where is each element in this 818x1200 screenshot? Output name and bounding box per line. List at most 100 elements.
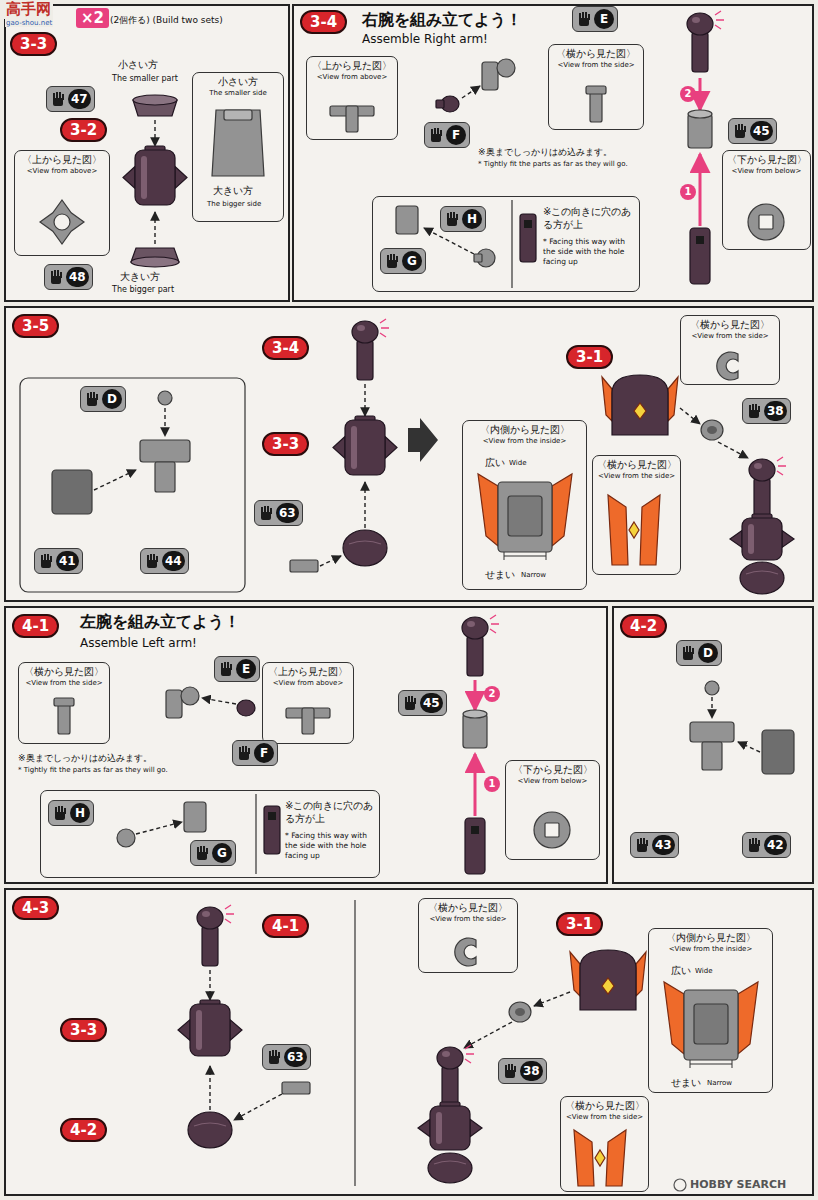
part-shape bbox=[282, 1082, 310, 1094]
part-tag: D bbox=[676, 640, 722, 666]
hand-icon bbox=[218, 661, 234, 677]
part-number: 38 bbox=[764, 401, 787, 421]
view-box: 〈横から見た図〉<View from the side> bbox=[18, 662, 110, 744]
step-reference: 4-2 bbox=[60, 1118, 107, 1142]
step-reference: 4-1 bbox=[262, 914, 309, 938]
part-shape bbox=[237, 700, 255, 716]
part-number: 45 bbox=[750, 121, 773, 141]
part-number: 63 bbox=[284, 1047, 307, 1067]
part-shape bbox=[508, 496, 542, 536]
view-caption: 〈内側から見た図〉 bbox=[480, 424, 570, 437]
assembly-arrow bbox=[534, 992, 570, 1006]
hand-icon bbox=[732, 123, 748, 139]
detail-box: HG※この向きに穴のある方が上* Facing this way with th… bbox=[372, 196, 640, 292]
hand-icon bbox=[405, 696, 416, 710]
view-caption: <View from above> bbox=[273, 679, 344, 688]
hand-icon bbox=[444, 211, 460, 227]
view-caption: 大きい方 bbox=[213, 185, 253, 198]
part-number: F bbox=[254, 743, 274, 763]
order-number: 1 bbox=[680, 184, 696, 200]
part-shape bbox=[175, 167, 187, 189]
panel-ground bbox=[4, 306, 814, 602]
part-tag: 47 bbox=[46, 86, 95, 112]
top-view-symbol bbox=[40, 200, 84, 244]
part-tag: 42 bbox=[742, 832, 791, 858]
assembly-arrow bbox=[738, 742, 760, 752]
hand-icon bbox=[38, 553, 54, 569]
part-shape bbox=[717, 352, 738, 380]
part-number: 47 bbox=[68, 89, 91, 109]
assembly-arrow bbox=[464, 1022, 512, 1048]
part-shape bbox=[54, 214, 70, 230]
assembly-arrow bbox=[680, 408, 700, 424]
part-shape bbox=[455, 938, 476, 966]
part-tag: 38 bbox=[742, 398, 791, 424]
part-shape bbox=[759, 215, 773, 229]
view-caption: Wide bbox=[509, 459, 526, 468]
assembly-arrow bbox=[364, 482, 365, 528]
part-shape bbox=[52, 470, 92, 514]
part-number: 63 bbox=[276, 503, 299, 523]
view-caption: Wide bbox=[695, 967, 712, 976]
part-number: 38 bbox=[520, 1061, 543, 1081]
view-caption: 広い bbox=[485, 457, 505, 470]
view-box: 〈横から見た図〉<View from the side> bbox=[592, 455, 681, 575]
part-shape bbox=[552, 474, 572, 546]
hand-icon bbox=[87, 392, 98, 406]
hand-icon bbox=[447, 212, 458, 226]
part-number: D bbox=[698, 643, 718, 663]
part-shape bbox=[230, 1020, 242, 1041]
part-number: D bbox=[102, 389, 122, 409]
assembly-arrow bbox=[711, 697, 712, 718]
part-tag: 45 bbox=[398, 690, 447, 716]
part-shape bbox=[668, 377, 678, 421]
step-number: 4-2 bbox=[620, 614, 667, 638]
part-shape bbox=[742, 518, 782, 560]
part-shape bbox=[636, 952, 646, 996]
part-shape bbox=[141, 156, 147, 199]
panel-ground bbox=[4, 4, 290, 302]
panel-ground bbox=[612, 606, 814, 884]
step-reference-text: 3-2 bbox=[70, 121, 97, 139]
part-shape bbox=[117, 829, 135, 847]
hand-icon bbox=[221, 662, 232, 676]
hand-icon bbox=[384, 253, 400, 269]
view-caption: せまい bbox=[485, 569, 515, 582]
part-shape bbox=[612, 375, 668, 435]
hand-icon bbox=[261, 506, 272, 520]
step-heading: Assemble Right arm! bbox=[362, 32, 488, 46]
assembly-arrow bbox=[462, 86, 480, 98]
part-shape bbox=[302, 708, 314, 734]
part-number: 44 bbox=[162, 551, 185, 571]
hand-icon bbox=[387, 254, 398, 268]
view-caption: Narrow bbox=[521, 571, 546, 580]
part-tag: 63 bbox=[254, 500, 303, 526]
part-shape bbox=[707, 426, 717, 434]
part-shape bbox=[524, 220, 532, 228]
part-shape bbox=[701, 420, 723, 440]
part-shape bbox=[730, 531, 742, 548]
part-shape bbox=[212, 110, 264, 176]
part-shape bbox=[343, 530, 387, 566]
detail-box: HG※この向きに穴のある方が上* Facing this way with th… bbox=[40, 790, 380, 878]
part-shape bbox=[133, 95, 177, 105]
view-box: 〈下から見た図〉<View from below> bbox=[505, 760, 600, 860]
part-shape bbox=[346, 106, 358, 132]
view-caption: 小さい方 bbox=[218, 76, 258, 89]
part-shape bbox=[140, 440, 190, 462]
hand-icon bbox=[236, 745, 252, 761]
part-shape bbox=[754, 463, 762, 469]
view-caption: せまい bbox=[671, 1077, 701, 1090]
watermark: HOBBY SEARCH bbox=[690, 1178, 786, 1191]
order-arrow bbox=[699, 78, 702, 110]
part-shape bbox=[580, 950, 636, 1010]
hand-icon bbox=[197, 846, 208, 860]
part-shape bbox=[349, 541, 381, 544]
part-shape bbox=[202, 926, 218, 966]
hand-icon bbox=[576, 11, 592, 27]
part-shape bbox=[428, 1153, 472, 1183]
assembly-arrow bbox=[94, 470, 136, 490]
step-panel: D43424-2 bbox=[612, 606, 814, 884]
view-caption: 〈横から見た図〉 bbox=[428, 902, 508, 915]
